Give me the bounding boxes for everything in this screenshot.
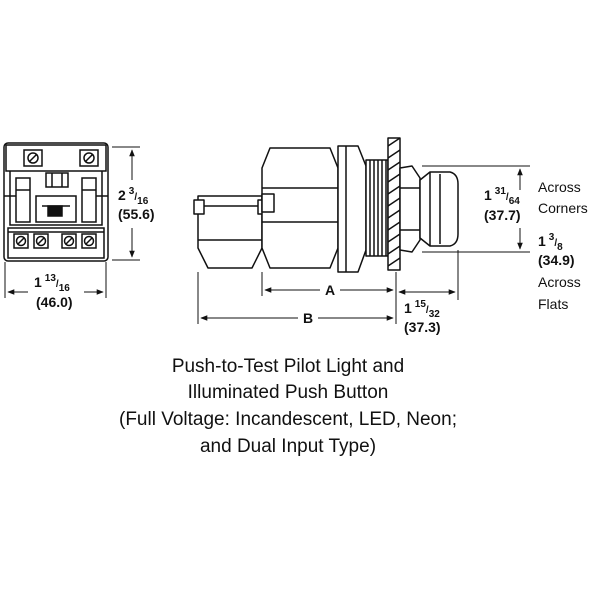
across-flats-dim-metric: (34.9) [538,252,575,268]
across-corners-dim-metric: (37.7) [484,207,521,223]
height-dim-metric: (55.6) [118,206,155,222]
terminal-screw-icon [81,233,97,249]
terminal-screw-icon [61,233,77,249]
caption-line-4: and Dual Input Type) [200,436,376,457]
across-dimensions [422,165,530,253]
height-dimension [112,146,140,261]
bezel-dim-metric: (37.3) [404,319,441,335]
side-view [193,137,459,273]
length-dimensions [197,250,459,324]
caption-line-2: Illuminated Push Button [188,382,389,403]
across-corners-label-2: Corners [538,200,588,216]
caption: Push-to-Test Pilot Light and Illuminated… [119,356,457,457]
terminal-screw-icon [23,149,43,167]
dim-a-label: A [325,282,335,298]
width-dimension [4,262,107,298]
caption-line-1: Push-to-Test Pilot Light and [172,356,404,377]
front-view [3,142,109,262]
across-flats-label-1: Across [538,274,581,290]
terminal-screw-icon [79,149,99,167]
across-corners-label-1: Across [538,179,581,195]
width-dim-metric: (46.0) [36,294,73,310]
terminal-screw-icon [33,233,49,249]
caption-line-3: (Full Voltage: Incandescent, LED, Neon; [119,409,457,430]
dim-b-label: B [303,310,313,326]
terminal-screw-icon [13,233,29,249]
across-flats-label-2: Flats [538,296,568,312]
